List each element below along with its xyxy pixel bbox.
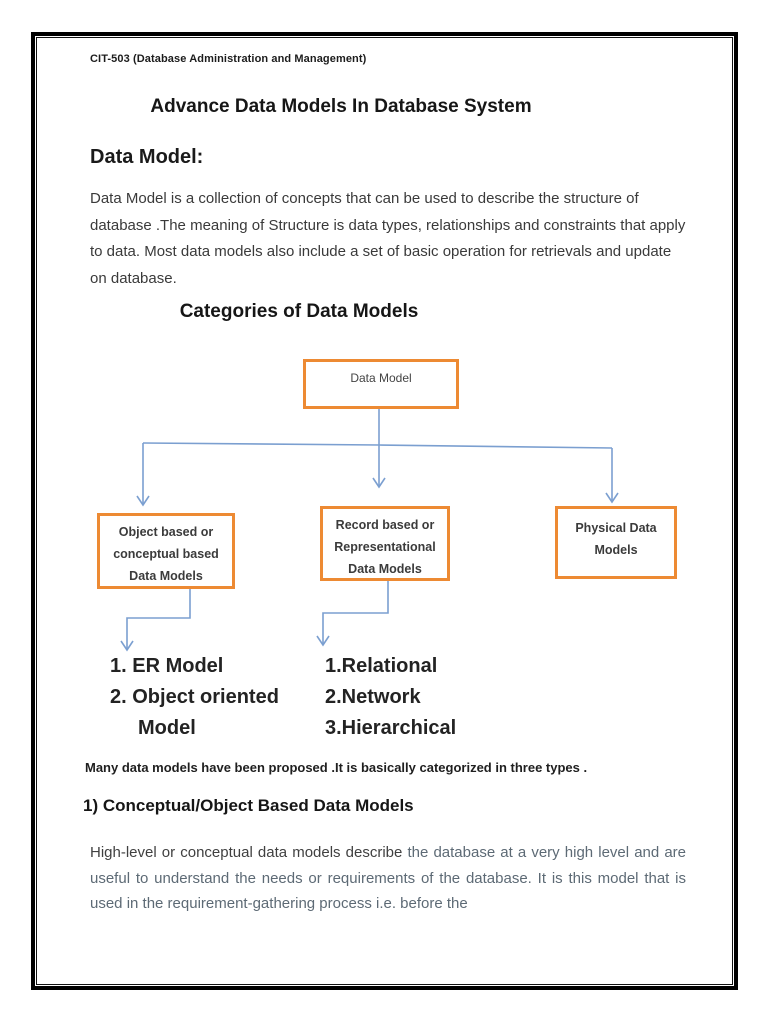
diagram-box-label: Representational bbox=[334, 540, 436, 554]
section-heading-data-model: Data Model: bbox=[90, 146, 204, 168]
diagram-box-physical: Physical Data Models bbox=[555, 506, 677, 579]
section-heading-categories: Categories of Data Models bbox=[179, 301, 419, 322]
course-header: CIT-503 (Database Administration and Man… bbox=[90, 53, 367, 65]
page-border-inner: CIT-503 (Database Administration and Man… bbox=[36, 37, 733, 985]
document-page: CIT-503 (Database Administration and Man… bbox=[37, 38, 732, 984]
diagram-box-label: Record based or bbox=[335, 518, 435, 532]
list-item: Model bbox=[138, 717, 196, 739]
list-item: 1.Relational bbox=[325, 655, 438, 677]
diagram-box-label: Physical Data bbox=[575, 521, 657, 535]
connector-arrows bbox=[120, 409, 619, 652]
list-item: 3.Hierarchical bbox=[325, 717, 457, 739]
diagram-box-object-based: Object based or conceptual based Data Mo… bbox=[97, 513, 235, 589]
list-item: 1. ER Model bbox=[110, 655, 224, 677]
page-title: Advance Data Models In Database System bbox=[150, 96, 532, 117]
paragraph-conceptual-rest: the database at a very high level and ar… bbox=[90, 844, 687, 912]
list-record-based-models: 1.Relational 2.Network 3.Hierarchical bbox=[325, 651, 456, 744]
list-object-based-models: 1. ER Model 2. Object oriented Model bbox=[110, 651, 279, 744]
paragraph-data-model: Data Model is a collection of concepts t… bbox=[90, 190, 686, 287]
diagram-box-data-model: Data Model bbox=[303, 359, 459, 409]
list-item: 2. Object oriented bbox=[110, 686, 279, 708]
paragraph-conceptual: High-level or conceptual data models des… bbox=[90, 840, 686, 917]
diagram-box-label: Models bbox=[594, 543, 638, 557]
note-many-models: Many data models have been proposed .It … bbox=[85, 760, 588, 775]
page-border: CIT-503 (Database Administration and Man… bbox=[31, 32, 738, 990]
categories-diagram: Data Model Object based or conceptual ba… bbox=[37, 324, 732, 742]
diagram-box-label: Data Models bbox=[348, 562, 422, 576]
paragraph-conceptual-emphasis: High-level or conceptual data models des… bbox=[90, 844, 403, 861]
list-item: 2.Network bbox=[325, 686, 421, 708]
diagram-box-label: Data Models bbox=[129, 569, 203, 583]
diagram-box-label: Data Model bbox=[350, 371, 412, 385]
diagram-box-record-based: Record based or Representational Data Mo… bbox=[320, 506, 450, 581]
section-heading-conceptual: 1) Conceptual/Object Based Data Models bbox=[83, 796, 414, 815]
diagram-box-label: conceptual based bbox=[113, 547, 219, 561]
diagram-box-label: Object based or bbox=[118, 525, 214, 539]
